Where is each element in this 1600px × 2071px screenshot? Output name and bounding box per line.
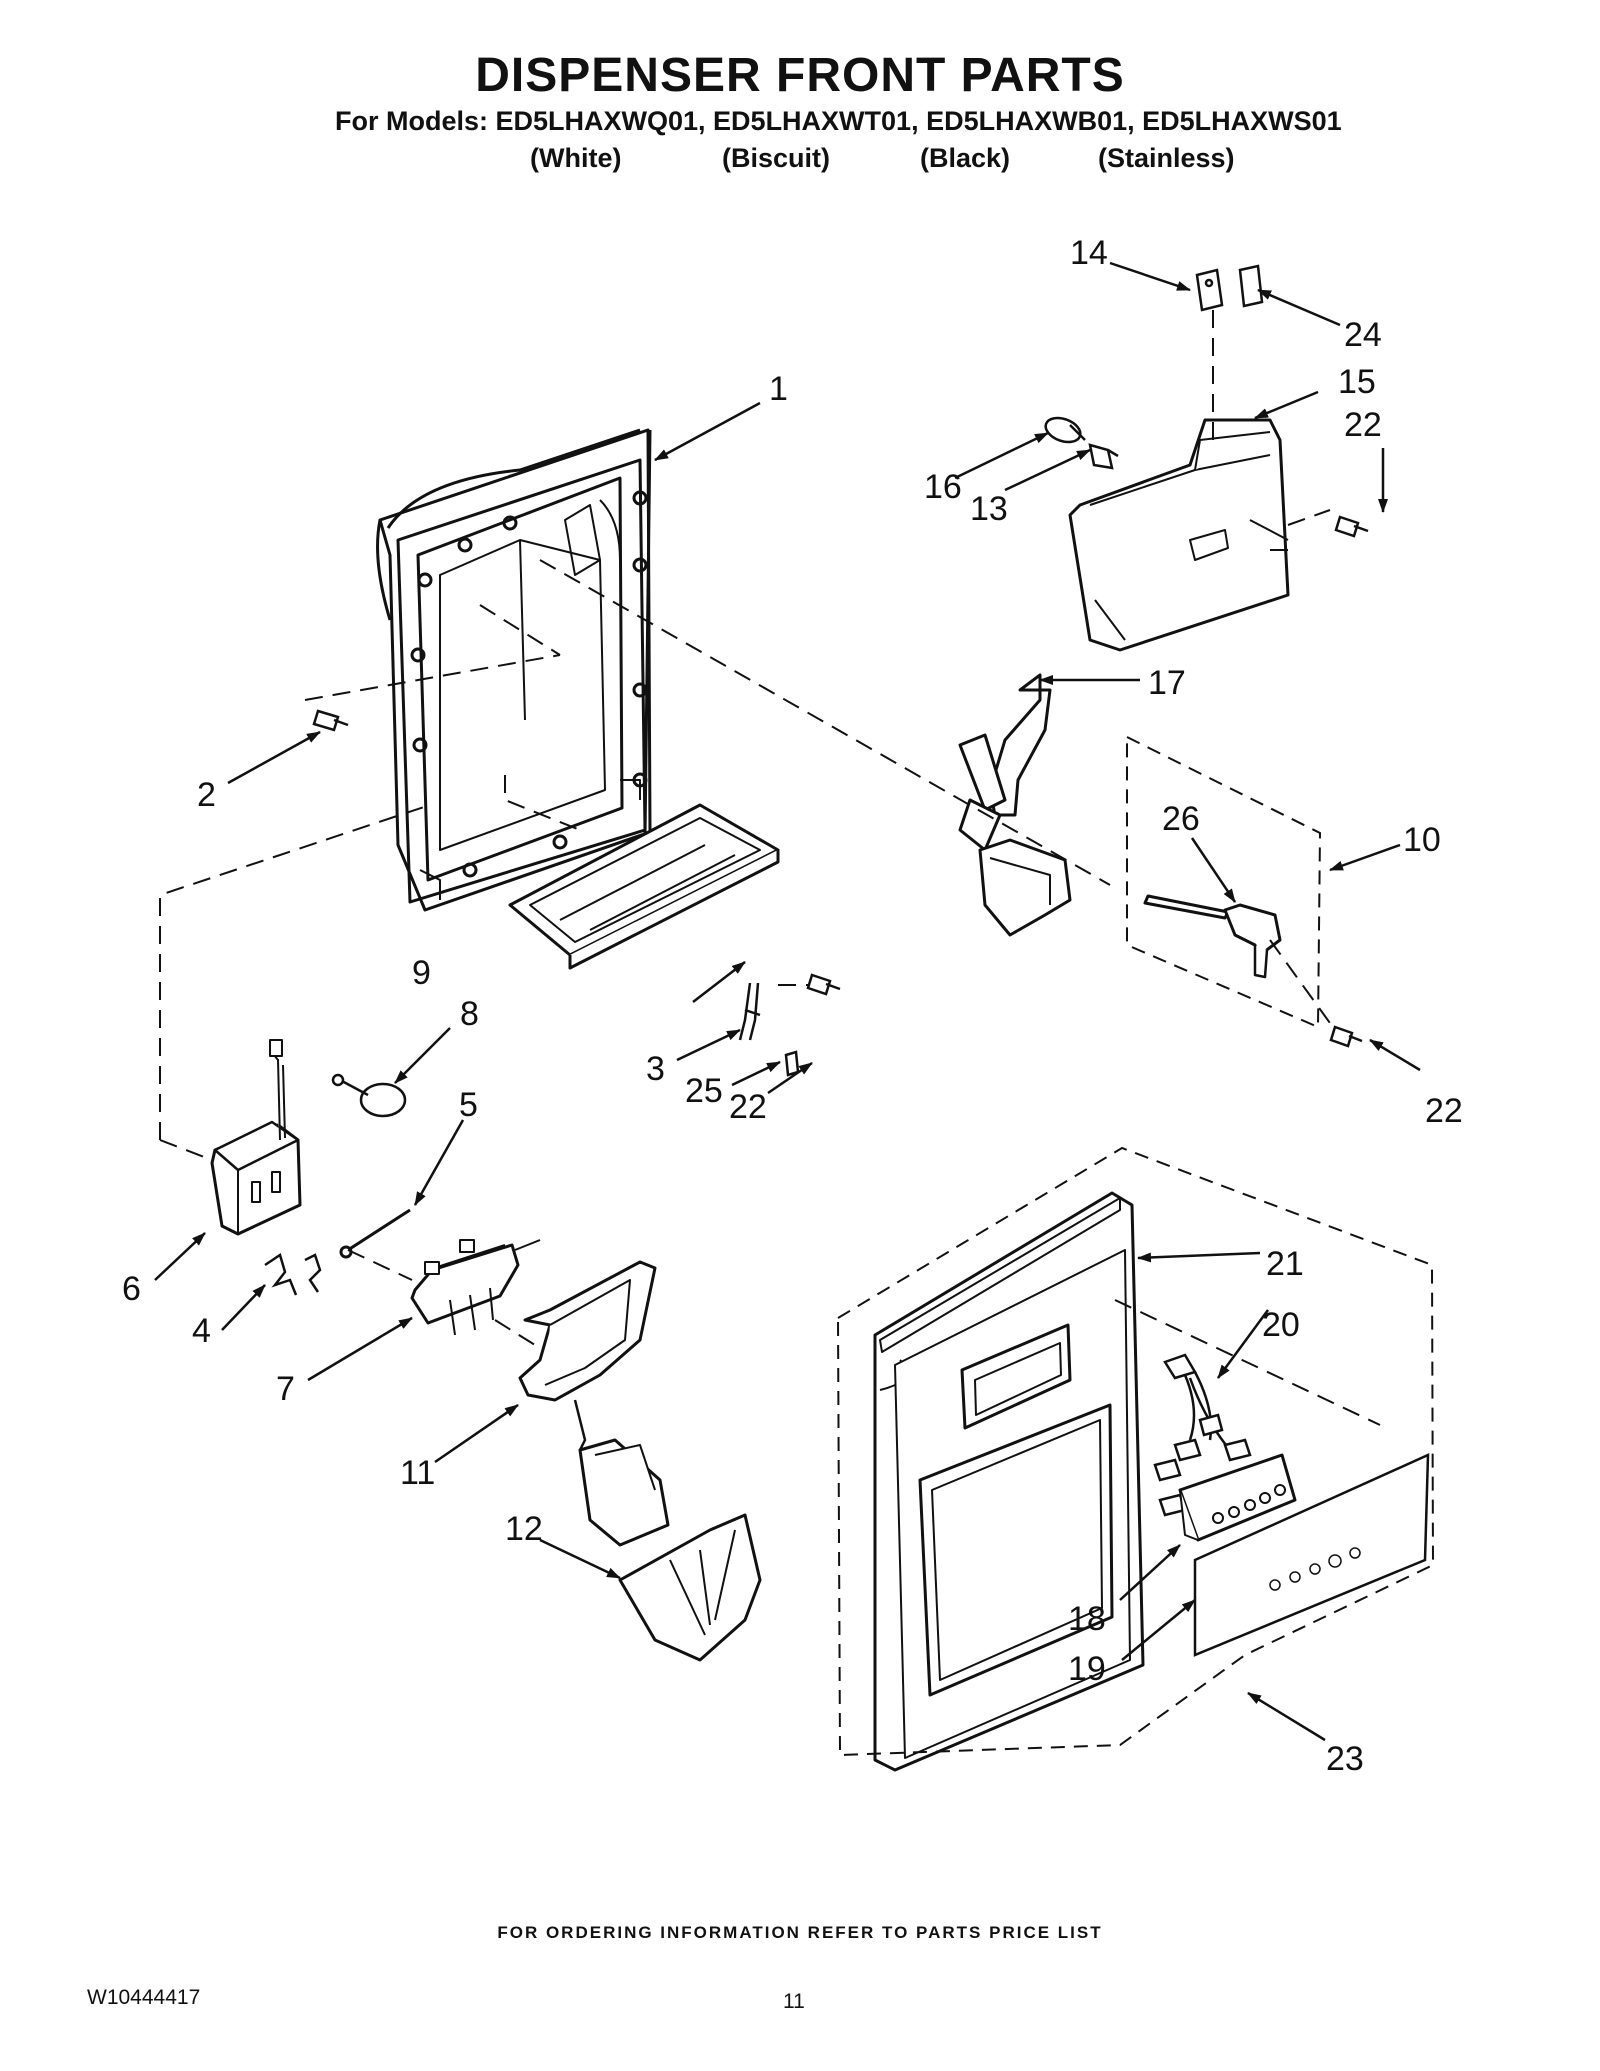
part-switch-small (738, 982, 761, 1041)
part-magnet (331, 1073, 407, 1118)
part-upper-bracket (1068, 418, 1290, 652)
screw-icon (806, 973, 841, 996)
part-insulator (1238, 264, 1264, 308)
ordering-note: FOR ORDERING INFORMATION REFER TO PARTS … (497, 1923, 1103, 1942)
callout-labels: 1 2 3 4 5 6 7 8 9 10 11 12 13 14 15 16 1… (122, 234, 1463, 1778)
callout-22-b: 22 (729, 1088, 767, 1126)
part-actuator-arm (958, 673, 1072, 937)
callout-15: 15 (1338, 363, 1376, 401)
page-number: 11 (783, 1990, 805, 2013)
part-wire-harness (1153, 1353, 1252, 1517)
callout-17: 17 (1148, 664, 1186, 702)
callout-4: 4 (192, 1312, 211, 1350)
screw-icon (1329, 1025, 1363, 1048)
part-lamp-socket (1088, 443, 1119, 470)
assembly-box-10 (1126, 735, 1322, 1029)
part-overlay (1193, 1453, 1430, 1657)
callout-3: 3 (646, 1050, 665, 1088)
assembly-box-23 (836, 1146, 1435, 1757)
callout-23: 23 (1326, 1740, 1364, 1778)
callout-6: 6 (122, 1270, 141, 1308)
callout-14: 14 (1070, 234, 1108, 272)
callout-20: 20 (1262, 1306, 1300, 1344)
callout-12: 12 (505, 1510, 543, 1548)
part-chute (618, 1513, 762, 1662)
variant-stainless: (Stainless) (1098, 143, 1235, 173)
part-switch (1195, 268, 1224, 312)
callout-24: 24 (1344, 316, 1382, 354)
part-solenoid (210, 1039, 302, 1236)
callout-8: 8 (460, 995, 479, 1033)
part-front-panel (873, 1191, 1145, 1772)
callout-22-c: 22 (1425, 1092, 1463, 1130)
callout-5: 5 (459, 1086, 478, 1124)
part-water-lever (518, 1260, 670, 1547)
callout-22-a: 22 (1344, 406, 1382, 444)
leader-arrows (154, 261, 1421, 1742)
callout-7: 7 (276, 1370, 295, 1408)
callout-10: 10 (1403, 821, 1441, 859)
variant-white: (White) (530, 143, 622, 173)
part-spring (264, 1253, 322, 1296)
callout-11: 11 (400, 1454, 435, 1492)
callout-26: 26 (1162, 800, 1200, 838)
part-lever (410, 1239, 541, 1336)
page-title: DISPENSER FRONT PARTS (475, 49, 1125, 102)
callout-9: 9 (412, 954, 431, 992)
part-water-actuator (1143, 894, 1282, 979)
part-pin (339, 1208, 411, 1259)
part-drip-tray (508, 803, 780, 970)
callout-16: 16 (924, 468, 962, 506)
assembly-lines (159, 310, 1381, 1426)
document-number: W10444417 (87, 1986, 201, 2009)
part-insulator-small (784, 1050, 800, 1077)
screw-icon (1334, 515, 1369, 538)
variant-black: (Black) (920, 143, 1011, 173)
callout-2: 2 (197, 776, 216, 814)
callout-19: 19 (1068, 1650, 1106, 1688)
callout-18: 18 (1068, 1600, 1106, 1638)
callout-1: 1 (769, 370, 788, 408)
callout-25: 25 (685, 1072, 723, 1110)
models-line: For Models: ED5LHAXWQ01, ED5LHAXWT01, ED… (335, 106, 1342, 136)
part-housing (376, 428, 652, 912)
part-control-board (1178, 1453, 1297, 1542)
variant-biscuit: (Biscuit) (722, 143, 830, 173)
callout-21: 21 (1266, 1245, 1304, 1283)
callout-13: 13 (970, 490, 1008, 528)
part-lamp (1044, 416, 1086, 444)
screw-icon (312, 709, 349, 732)
